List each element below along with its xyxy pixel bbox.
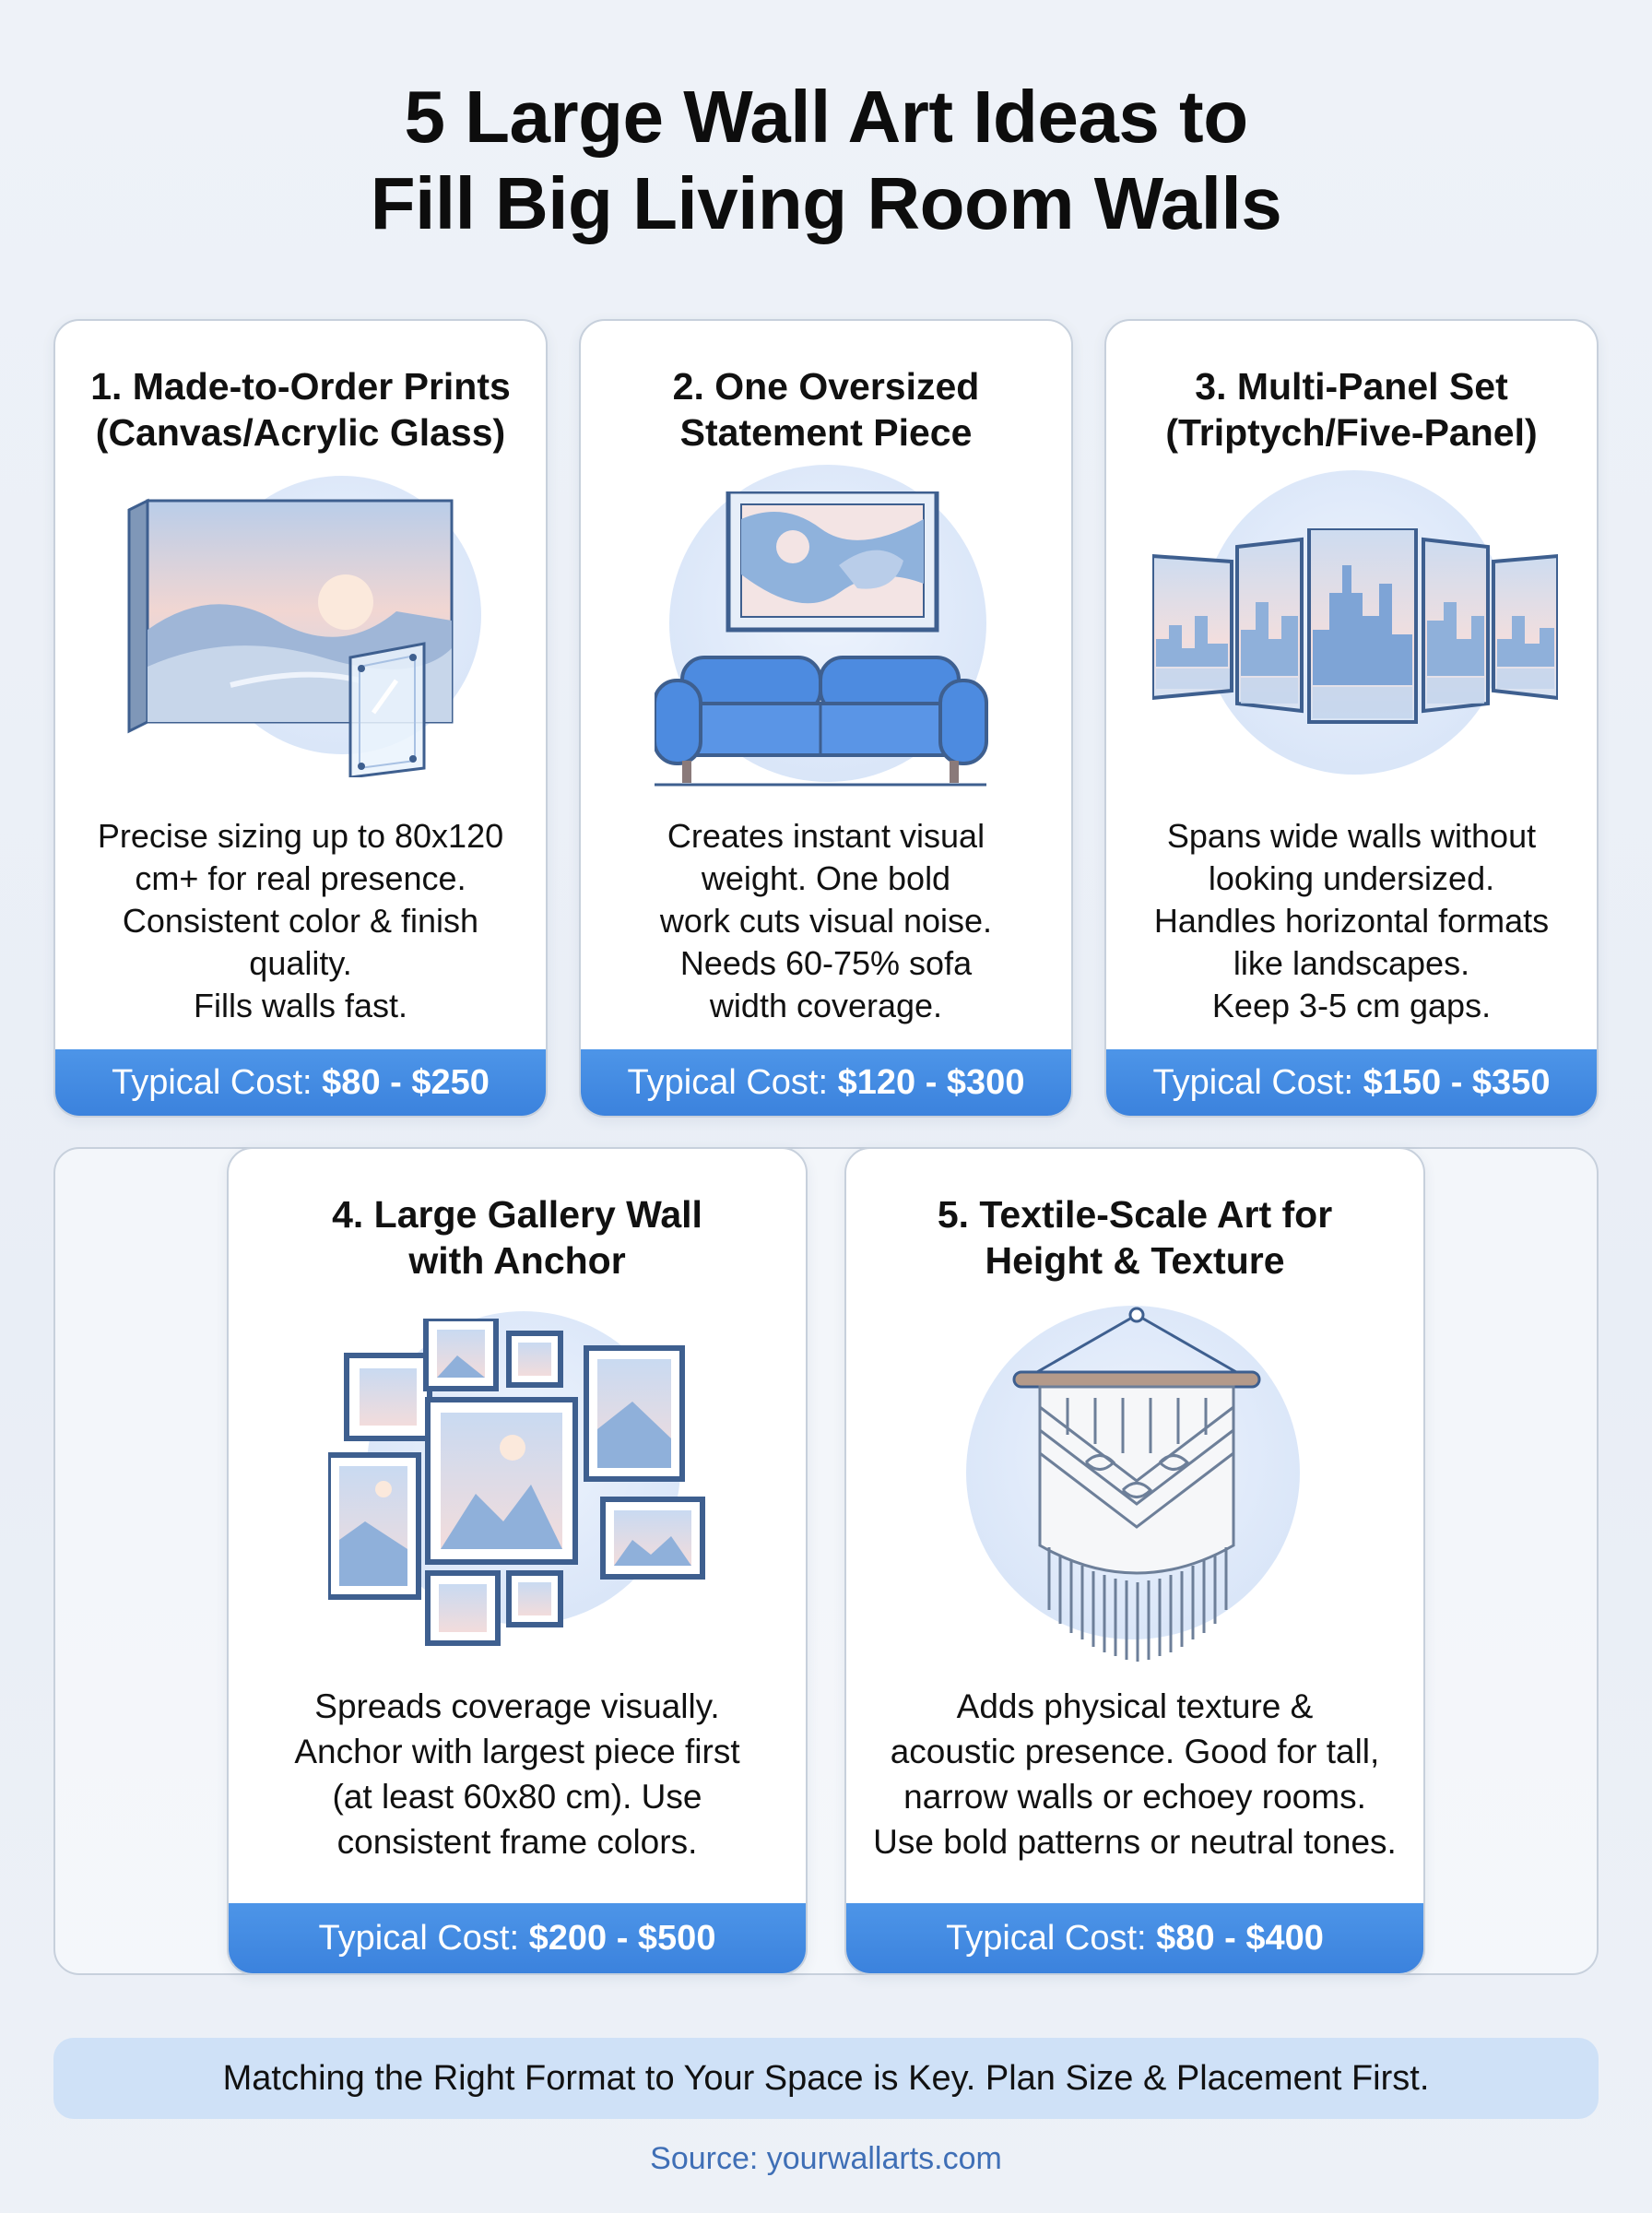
macrame-hanging-icon <box>1012 1307 1261 1662</box>
card-title: 5. Textile-Scale Art for Height & Textur… <box>846 1191 1423 1284</box>
desc-line: Consistent color & finish <box>122 902 479 940</box>
card-title-line-1: 4. Large Gallery Wall <box>332 1193 702 1236</box>
desc-line: Needs 60-75% sofa <box>679 944 973 982</box>
cost-bar: Typical Cost: $150 - $350 <box>1106 1049 1597 1116</box>
desc-line: Keep 3-5 cm gaps. <box>1211 987 1492 1024</box>
card-title-line-1: 3. Multi-Panel Set <box>1195 365 1508 408</box>
card-title-line-2: (Triptych/Five-Panel) <box>1165 411 1538 454</box>
card-title: 4. Large Gallery Wall with Anchor <box>229 1191 806 1284</box>
cost-value: $150 - $350 <box>1363 1063 1551 1102</box>
cost-label: Typical Cost: <box>318 1919 529 1958</box>
title-line-2: Fill Big Living Room Walls <box>370 162 1282 244</box>
desc-line: Anchor with largest piece first <box>294 1733 740 1770</box>
desc-line: work cuts visual noise. <box>659 902 993 940</box>
card-title-line-2: Statement Piece <box>679 411 973 454</box>
card-oversized-statement-piece: 2. One Oversized Statement Piece Creates… <box>579 319 1073 1118</box>
page-title: 5 Large Wall Art Ideas to Fill Big Livin… <box>0 74 1652 247</box>
footer-banner: Matching the Right Format to Your Space … <box>53 2038 1599 2119</box>
cost-label: Typical Cost: <box>946 1919 1157 1958</box>
desc-line: Handles horizontal formats <box>1153 902 1550 940</box>
cost-value: $80 - $250 <box>322 1063 490 1102</box>
card-title-line-1: 2. One Oversized <box>672 365 980 408</box>
card-title-line-1: 5. Textile-Scale Art for <box>937 1193 1333 1236</box>
source-credit: Source: yourwallarts.com <box>650 2141 1002 2176</box>
desc-line: Use bold patterns or neutral tones. <box>873 1823 1397 1861</box>
desc-line: Spans wide walls without <box>1166 817 1537 855</box>
cost-label: Typical Cost: <box>627 1063 838 1102</box>
card-title-line-2: Height & Texture <box>985 1239 1285 1282</box>
desc-line: weight. One bold <box>701 859 951 897</box>
gallery-wall-icon <box>328 1319 705 1646</box>
card-textile-scale-art: 5. Textile-Scale Art for Height & Textur… <box>844 1147 1425 1975</box>
cost-bar: Typical Cost: $120 - $300 <box>581 1049 1071 1116</box>
cost-bar: Typical Cost: $80 - $250 <box>55 1049 546 1116</box>
desc-line: Adds physical texture & <box>956 1687 1314 1725</box>
desc-line: Fills walls fast. <box>193 987 408 1024</box>
cost-value: $80 - $400 <box>1156 1919 1324 1958</box>
card-title-line-1: 1. Made-to-Order Prints <box>90 365 511 408</box>
sofa-with-art-icon <box>655 491 988 787</box>
desc-line: Spreads coverage visually. <box>314 1687 720 1725</box>
card-description: Precise sizing up to 80x120 cm+ for real… <box>55 815 546 1027</box>
desc-line: like landscapes. <box>1233 944 1470 982</box>
desc-line: acoustic presence. Good for tall, <box>890 1733 1380 1770</box>
desc-line: quality. <box>249 944 352 982</box>
desc-line: (at least 60x80 cm). Use <box>332 1778 702 1816</box>
cost-label: Typical Cost: <box>1152 1063 1363 1102</box>
card-description: Adds physical texture & acoustic presenc… <box>846 1684 1423 1864</box>
desc-line: Creates instant visual <box>667 817 985 855</box>
card-description: Creates instant visual weight. One bold … <box>581 815 1071 1027</box>
cost-value: $200 - $500 <box>528 1919 716 1958</box>
desc-line: narrow walls or echoey rooms. <box>903 1778 1366 1816</box>
card-description: Spreads coverage visually. Anchor with l… <box>229 1684 806 1864</box>
cost-value: $120 - $300 <box>837 1063 1025 1102</box>
desc-line: width coverage. <box>709 987 943 1024</box>
card-title: 2. One Oversized Statement Piece <box>581 363 1071 456</box>
card-made-to-order-prints: 1. Made-to-Order Prints (Canvas/Acrylic … <box>53 319 548 1118</box>
card-description: Spans wide walls without looking undersi… <box>1106 815 1597 1027</box>
card-title-line-2: with Anchor <box>408 1239 626 1282</box>
card-title: 3. Multi-Panel Set (Triptych/Five-Panel) <box>1106 363 1597 456</box>
desc-line: consistent frame colors. <box>336 1823 698 1861</box>
cost-label: Typical Cost: <box>112 1063 323 1102</box>
desc-line: Precise sizing up to 80x120 <box>97 817 504 855</box>
canvas-acrylic-print-icon <box>127 498 454 777</box>
cost-bar: Typical Cost: $80 - $400 <box>846 1903 1423 1973</box>
desc-line: cm+ for real presence. <box>135 859 466 897</box>
card-title: 1. Made-to-Order Prints (Canvas/Acrylic … <box>55 363 546 456</box>
desc-line: looking undersized. <box>1208 859 1495 897</box>
card-title-line-2: (Canvas/Acrylic Glass) <box>95 411 506 454</box>
five-panel-skyline-icon <box>1152 528 1558 724</box>
card-large-gallery-wall: 4. Large Gallery Wall with Anchor <box>227 1147 808 1975</box>
cost-bar: Typical Cost: $200 - $500 <box>229 1903 806 1973</box>
card-multi-panel-set: 3. Multi-Panel Set (Triptych/Five-Panel)… <box>1104 319 1599 1118</box>
title-line-1: 5 Large Wall Art Ideas to <box>404 76 1248 158</box>
